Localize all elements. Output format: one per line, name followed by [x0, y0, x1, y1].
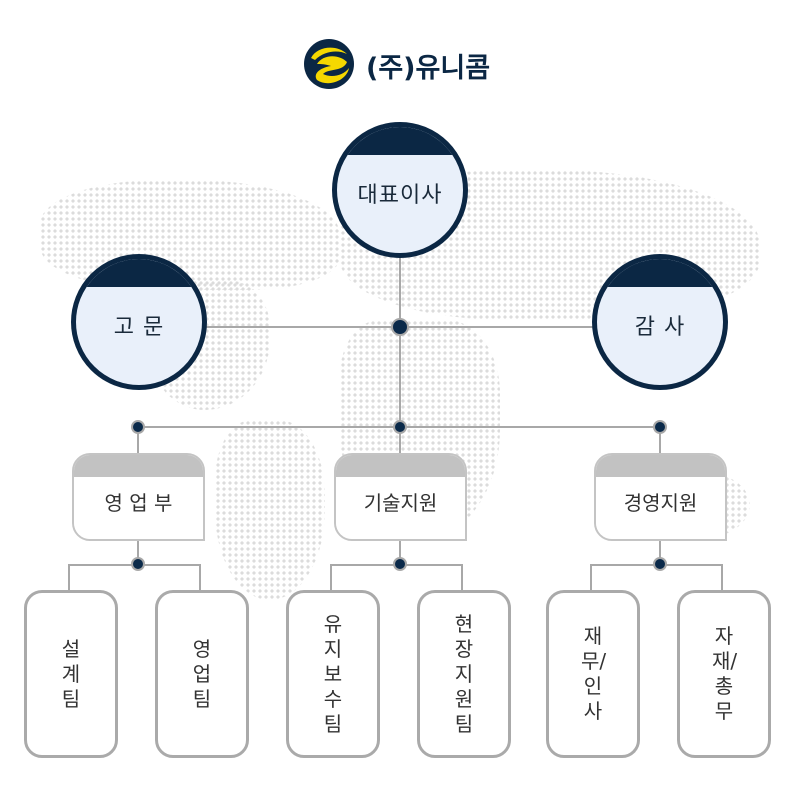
connector-line [330, 564, 332, 590]
company-logo-icon [304, 39, 354, 89]
connector-line [659, 541, 661, 565]
connector-line [199, 564, 201, 590]
connector-line [461, 564, 463, 590]
junction-dot [653, 420, 667, 434]
connector-line [137, 427, 139, 455]
connector-line [137, 541, 139, 565]
team-label: 설계팀 [61, 636, 81, 711]
connector-line [399, 541, 401, 565]
connector-line [399, 427, 401, 455]
junction-dot [131, 557, 145, 571]
map-south-america [215, 420, 325, 600]
auditor-node: 감 사 [592, 254, 728, 390]
junction-dot [393, 420, 407, 434]
team-label: 영업팀 [192, 636, 212, 711]
team-label: 현장지원팀 [454, 611, 474, 736]
team-box: 현장지원팀 [417, 590, 511, 758]
team-box: 영업팀 [155, 590, 249, 758]
team-label: 재무/인사 [581, 624, 607, 723]
team-label: 유지보수팀 [323, 611, 343, 736]
company-name: (주)유니콤 [366, 53, 491, 84]
connector-line [590, 564, 592, 590]
junction-dot [653, 557, 667, 571]
team-label: 자재/총무 [712, 624, 738, 723]
junction-dot [393, 557, 407, 571]
team-box: 자재/총무 [677, 590, 771, 758]
junction-dot [391, 318, 409, 336]
team-box: 유지보수팀 [286, 590, 380, 758]
auditor-label: 감 사 [634, 315, 686, 341]
department-box: 영 업 부 [72, 453, 205, 541]
ceo-node: 대표이사 [332, 122, 468, 258]
connector-line [68, 564, 70, 590]
team-box: 재무/인사 [546, 590, 640, 758]
department-box: 경영지원 [594, 453, 727, 541]
connector-line [399, 255, 401, 427]
connector-line [721, 564, 723, 590]
department-box: 기술지원 [334, 453, 467, 541]
department-label: 기술지원 [363, 491, 438, 515]
junction-dot [131, 420, 145, 434]
connector-line [659, 427, 661, 455]
team-box: 설계팀 [24, 590, 118, 758]
department-label: 영 업 부 [104, 491, 173, 515]
advisor-label: 고 문 [113, 315, 165, 341]
advisor-node: 고 문 [71, 254, 207, 390]
department-label: 경영지원 [623, 491, 698, 515]
ceo-label: 대표이사 [357, 183, 443, 209]
